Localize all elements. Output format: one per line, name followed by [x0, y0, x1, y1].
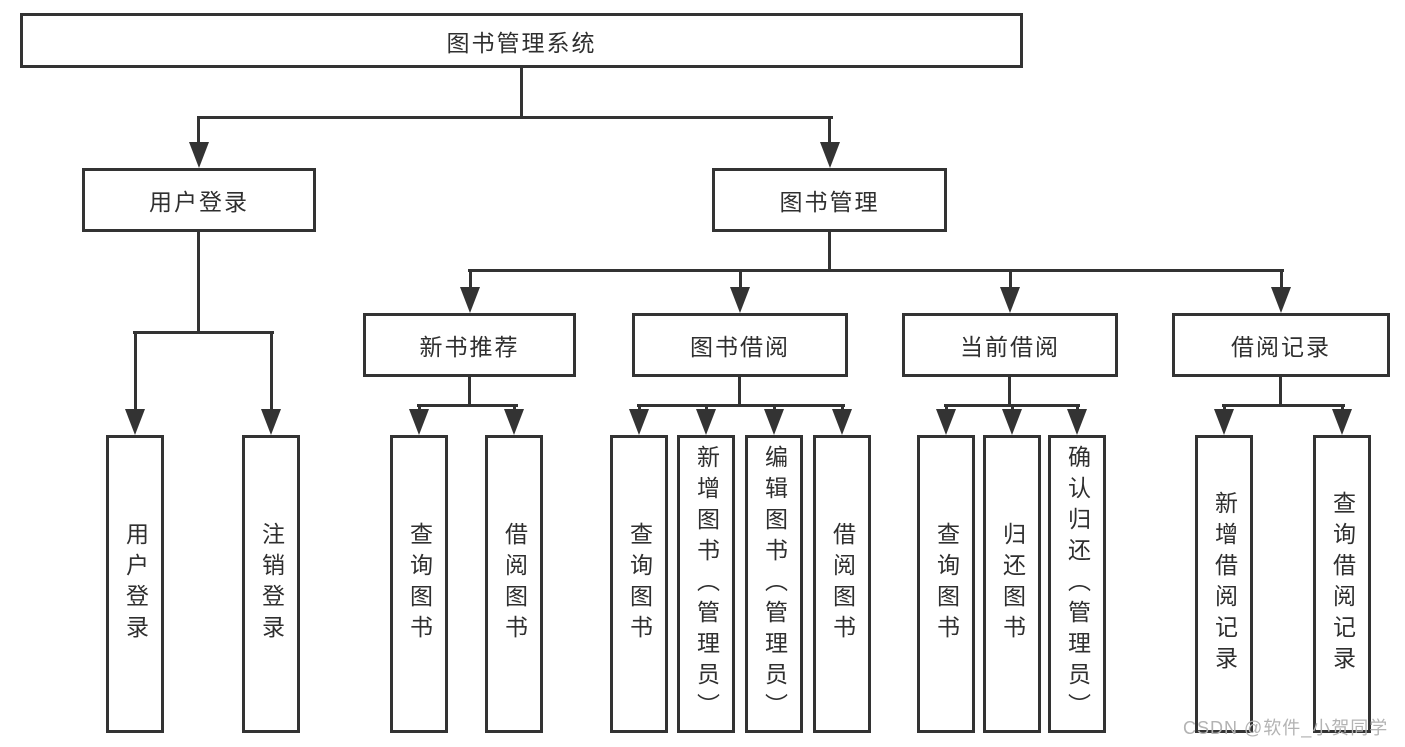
- node-borrowing-records: 借阅记录: [1172, 313, 1390, 377]
- node-label: 用户登录: [149, 189, 249, 215]
- arrow-down-icon: [730, 287, 750, 313]
- connector-line: [520, 68, 523, 117]
- arrow-down-icon: [820, 142, 840, 168]
- connector-line: [133, 331, 274, 334]
- arrow-down-icon: [1332, 409, 1352, 435]
- arrow-down-icon: [1000, 287, 1020, 313]
- node-current-borrowing: 当前借阅: [902, 313, 1118, 377]
- node-label: 当前借阅: [960, 334, 1060, 360]
- node-label: 图书管理系统: [446, 29, 597, 56]
- arrow-down-icon: [936, 409, 956, 435]
- connector-line: [417, 404, 518, 407]
- leaf-user-login: 用户登录: [106, 435, 164, 733]
- arrow-down-icon: [409, 409, 429, 435]
- connector-line: [773, 404, 776, 412]
- node-label: 归还图书: [999, 522, 1026, 646]
- leaf-logout-login: 注销登录: [242, 435, 300, 733]
- leaf-add-borrow-record: 新增借阅记录: [1195, 435, 1253, 733]
- leaf-return-books: 归还图书: [983, 435, 1041, 733]
- connector-line: [841, 404, 844, 412]
- leaf-edit-books-admin: 编辑图书（管理员）: [745, 435, 803, 733]
- connector-line: [828, 232, 831, 272]
- node-label: 用户登录: [122, 522, 149, 646]
- connector-line: [638, 404, 641, 412]
- node-book-borrowing: 图书借阅: [632, 313, 848, 377]
- node-label: 借阅图书: [829, 522, 856, 646]
- watermark-text: CSDN @软件_小贺同学: [1183, 718, 1389, 738]
- arrow-down-icon: [764, 409, 784, 435]
- node-label: 新书推荐: [419, 334, 520, 360]
- arrow-down-icon: [460, 287, 480, 313]
- node-label: 注销登录: [258, 522, 285, 646]
- node-label: 图书管理: [779, 189, 880, 215]
- leaf-search-books-current: 查询图书: [917, 435, 975, 733]
- leaf-search-borrow-record: 查询借阅记录: [1313, 435, 1371, 733]
- node-label: 查询图书: [626, 522, 653, 646]
- arrow-down-icon: [189, 142, 209, 168]
- arrow-down-icon: [1067, 409, 1087, 435]
- arrow-down-icon: [1002, 409, 1022, 435]
- leaf-borrow-books-recommend: 借阅图书: [485, 435, 543, 733]
- node-user-login: 用户登录: [82, 168, 316, 232]
- node-label: 借阅记录: [1231, 334, 1331, 360]
- connector-line: [197, 116, 200, 143]
- node-new-book-recommendation: 新书推荐: [363, 313, 576, 377]
- node-label: 借阅图书: [501, 522, 528, 646]
- connector-line: [469, 269, 472, 287]
- connector-line: [1011, 404, 1014, 412]
- connector-line: [1280, 269, 1283, 287]
- arrow-down-icon: [832, 409, 852, 435]
- leaf-confirm-return-admin: 确认归还（管理员）: [1048, 435, 1106, 733]
- connector-line: [1222, 404, 1345, 407]
- node-label: 查询借阅记录: [1329, 491, 1356, 677]
- node-label: 查询图书: [933, 522, 960, 646]
- node-label: 图书借阅: [690, 334, 790, 360]
- connector-line: [1009, 269, 1012, 287]
- connector-line: [1279, 377, 1282, 406]
- arrow-down-icon: [629, 409, 649, 435]
- node-book-management: 图书管理: [712, 168, 947, 232]
- node-label: 新增图书（管理员）: [693, 444, 720, 724]
- arrow-down-icon: [696, 409, 716, 435]
- leaf-borrow-books-borrowing: 借阅图书: [813, 435, 871, 733]
- arrow-down-icon: [261, 409, 281, 435]
- connector-line: [705, 404, 708, 412]
- connector-line: [134, 331, 137, 409]
- connector-line: [828, 116, 831, 143]
- connector-line: [270, 331, 273, 409]
- node-label: 新增借阅记录: [1211, 491, 1238, 677]
- arrow-down-icon: [1271, 287, 1291, 313]
- leaf-search-books-borrowing: 查询图书: [610, 435, 668, 733]
- node-label: 确认归还（管理员）: [1064, 444, 1091, 724]
- connector-line: [637, 404, 845, 407]
- connector-line: [1223, 404, 1226, 412]
- connector-line: [1076, 404, 1079, 412]
- connector-line: [513, 404, 516, 412]
- arrow-down-icon: [1214, 409, 1234, 435]
- node-label: 编辑图书（管理员）: [761, 444, 788, 724]
- connector-line: [738, 377, 741, 406]
- connector-line: [197, 116, 833, 119]
- leaf-add-books-admin: 新增图书（管理员）: [677, 435, 735, 733]
- connector-line: [945, 404, 948, 412]
- node-label: 查询图书: [406, 522, 433, 646]
- arrow-down-icon: [504, 409, 524, 435]
- connector-line: [468, 377, 471, 406]
- connector-line: [418, 404, 421, 412]
- connector-line: [1008, 377, 1011, 406]
- leaf-search-books-recommend: 查询图书: [390, 435, 448, 733]
- node-library-management-system: 图书管理系统: [20, 13, 1023, 68]
- arrow-down-icon: [125, 409, 145, 435]
- connector-line: [197, 232, 200, 333]
- connector-line: [468, 269, 1284, 272]
- connector-line: [1341, 404, 1344, 412]
- connector-line: [739, 269, 742, 287]
